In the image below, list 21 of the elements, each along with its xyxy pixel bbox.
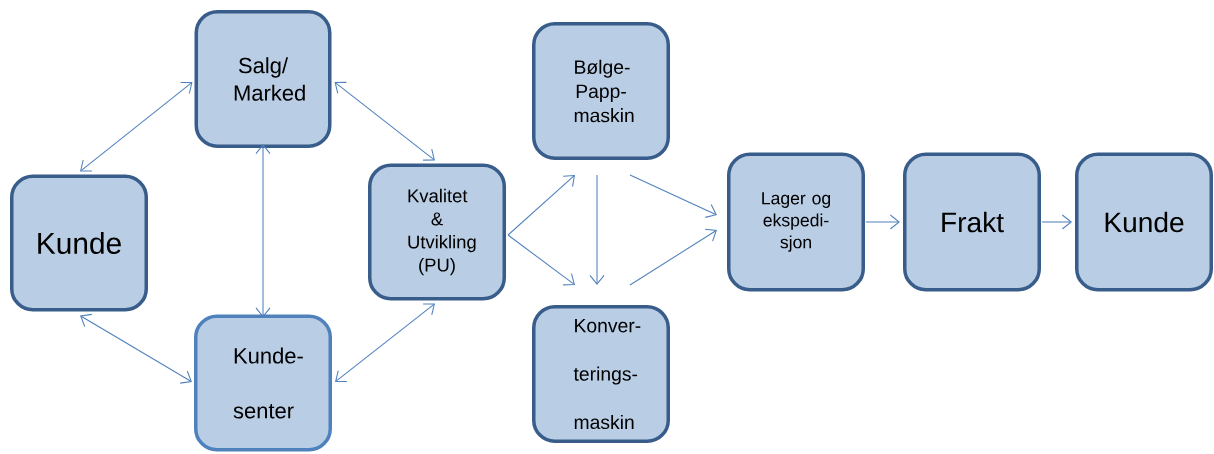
process-box: Kunde- senter	[194, 314, 332, 452]
arrow	[507, 234, 575, 286]
arrow	[334, 81, 435, 161]
arrow	[629, 228, 717, 286]
arrow	[80, 81, 193, 172]
process-box: Salg/ Marked	[194, 10, 332, 148]
arrow	[80, 313, 192, 384]
process-box: Frakt	[903, 152, 1041, 292]
arrow	[589, 174, 605, 285]
process-box: Kunde	[1075, 152, 1213, 292]
arrow	[255, 144, 271, 318]
arrow	[507, 175, 575, 236]
process-box: Lager og ekspedi- sjon	[727, 152, 865, 292]
process-box: Konver- terings- maskin	[532, 305, 670, 443]
arrow	[629, 174, 717, 218]
arrow	[865, 214, 900, 230]
process-box: Bølge- Papp- maskin	[532, 22, 670, 160]
process-box: Kvalitet & Utvikling (PU)	[368, 163, 506, 301]
arrow	[1041, 214, 1072, 230]
arrow	[335, 303, 435, 383]
process-box: Kunde	[10, 174, 148, 312]
